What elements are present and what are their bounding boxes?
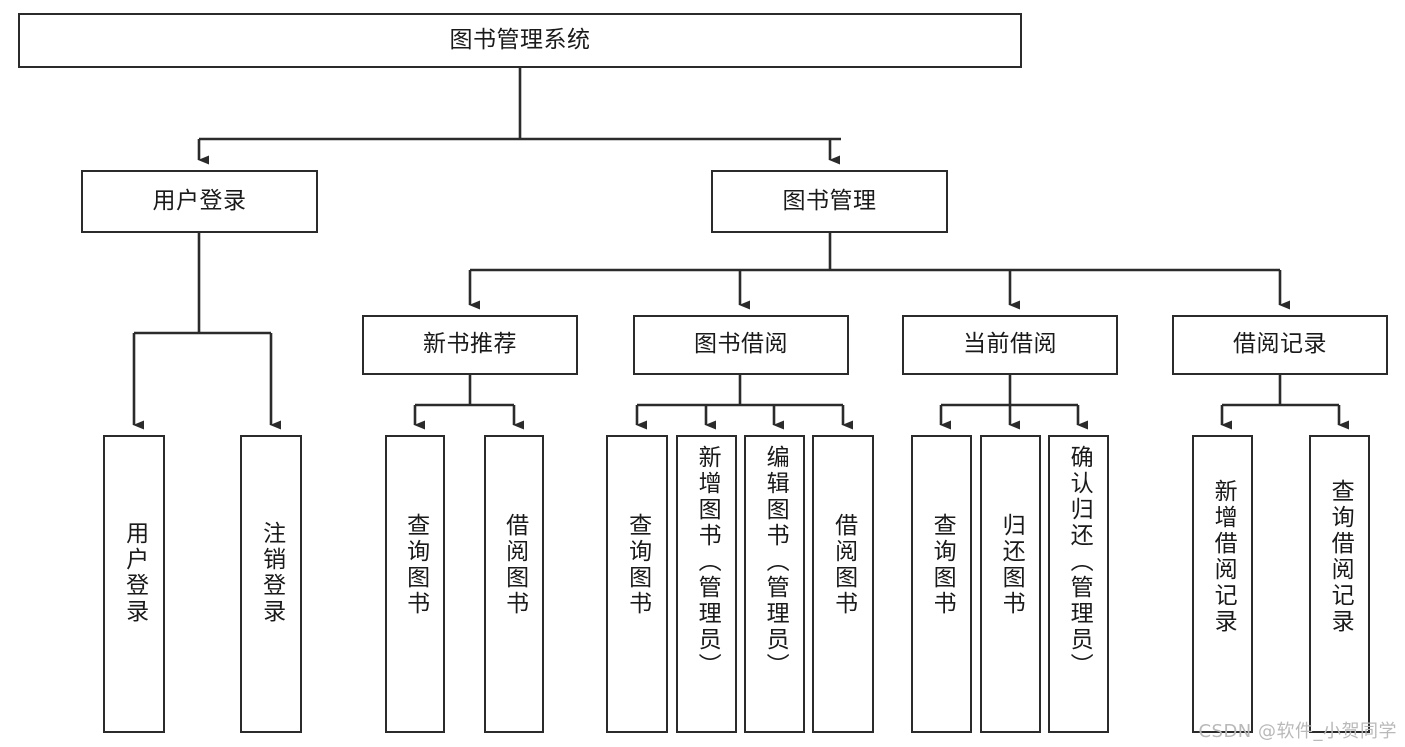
node-leaf-logout-login[interactable]: 注销登录 <box>240 435 302 733</box>
node-root-label: 图书管理系统 <box>449 26 591 53</box>
node-leaf-borrow-book-1-label: 借阅图书 <box>501 513 528 617</box>
node-user-login[interactable]: 用户登录 <box>81 170 318 233</box>
node-leaf-query-borrow-record[interactable]: 查询借阅记录 <box>1309 435 1370 733</box>
node-leaf-edit-book-admin[interactable]: 编辑图书（管理员） <box>744 435 805 733</box>
node-book-borrow-label: 图书借阅 <box>694 331 788 358</box>
node-leaf-borrow-book-1[interactable]: 借阅图书 <box>484 435 544 733</box>
node-leaf-query-book-2-label: 查询图书 <box>624 513 651 617</box>
node-leaf-user-login-label: 用户登录 <box>121 521 148 625</box>
node-root[interactable]: 图书管理系统 <box>18 13 1022 68</box>
node-leaf-confirm-return-admin-label: 确认归还（管理员） <box>1066 445 1093 679</box>
node-leaf-query-borrow-record-label: 查询借阅记录 <box>1327 479 1354 635</box>
node-leaf-borrow-book-2[interactable]: 借阅图书 <box>812 435 874 733</box>
node-leaf-query-book-1-label: 查询图书 <box>402 513 429 617</box>
node-leaf-query-book-1[interactable]: 查询图书 <box>385 435 445 733</box>
node-book-management[interactable]: 图书管理 <box>711 170 948 233</box>
node-leaf-confirm-return-admin[interactable]: 确认归还（管理员） <box>1048 435 1109 733</box>
node-leaf-logout-login-label: 注销登录 <box>258 521 285 625</box>
node-leaf-return-book-label: 归还图书 <box>998 513 1025 617</box>
node-leaf-query-book-3[interactable]: 查询图书 <box>911 435 972 733</box>
node-user-login-label: 用户登录 <box>152 187 247 214</box>
node-new-book-recommend-label: 新书推荐 <box>423 331 517 358</box>
node-current-borrow-label: 当前借阅 <box>963 331 1057 358</box>
node-new-book-recommend[interactable]: 新书推荐 <box>362 315 578 375</box>
node-leaf-edit-book-admin-label: 编辑图书（管理员） <box>762 445 789 679</box>
node-book-management-label: 图书管理 <box>782 187 877 214</box>
node-leaf-borrow-book-2-label: 借阅图书 <box>830 513 857 617</box>
node-leaf-add-book-admin-label: 新增图书（管理员） <box>694 445 721 679</box>
node-leaf-add-borrow-record-label: 新增借阅记录 <box>1210 479 1237 635</box>
node-book-borrow[interactable]: 图书借阅 <box>633 315 849 375</box>
node-leaf-user-login[interactable]: 用户登录 <box>103 435 165 733</box>
node-leaf-add-book-admin[interactable]: 新增图书（管理员） <box>676 435 737 733</box>
node-leaf-query-book-2[interactable]: 查询图书 <box>606 435 668 733</box>
node-borrow-record[interactable]: 借阅记录 <box>1172 315 1388 375</box>
node-leaf-return-book[interactable]: 归还图书 <box>980 435 1041 733</box>
node-leaf-add-borrow-record[interactable]: 新增借阅记录 <box>1192 435 1253 733</box>
node-current-borrow[interactable]: 当前借阅 <box>902 315 1118 375</box>
node-leaf-query-book-3-label: 查询图书 <box>929 513 956 617</box>
node-borrow-record-label: 借阅记录 <box>1233 331 1327 358</box>
